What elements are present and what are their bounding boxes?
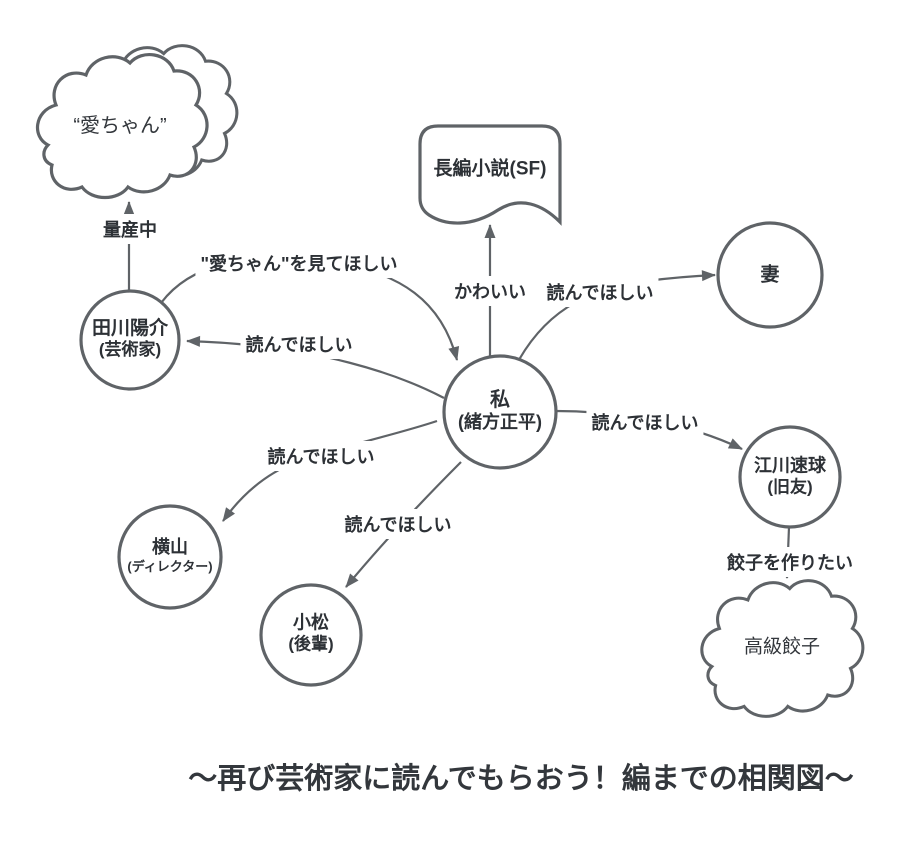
ai-chan-cloud-label: “愛ちゃん” [73,114,167,137]
tagawa-node-circle [79,289,181,391]
tagawa-role: (芸術家) [98,340,162,360]
tagawa-node-label: 田川陽介 (芸術家) [92,317,168,361]
edge-label-mass-production: 量産中 [98,214,162,244]
tagawa-name: 田川陽介 [91,318,169,340]
egawa-role: (旧友) [767,477,813,497]
me-node-circle [442,354,558,470]
egawa-node-circle [738,425,842,529]
edge-label-read-it-komatsu: 読んでほしい [339,509,457,539]
komatsu-name: 小松 [292,612,329,633]
yokoyama-name: 横山 [151,537,188,558]
me-node-label: 私 (緒方正平) [458,388,542,434]
edge-label-read-it-yokoyama: 読んでほしい [262,441,380,471]
novel-document-label: 長編小説(SF) [433,158,547,180]
yokoyama-role: (ディレクター) [127,559,213,575]
edge-label-look-at-ai-chan: "愛ちゃん"を見てほしい [195,248,403,278]
arrow-me-to-yokoyama [222,419,438,522]
arrow-me-to-tagawa [186,335,445,399]
wife-node-circle [716,221,824,329]
komatsu-node-label: 小松 (後輩) [288,613,333,656]
novel-document-shape [418,124,562,226]
yokoyama-node-label: 横山 (ディレクター) [127,537,212,575]
me-name: 私 [490,388,510,411]
wife-node-label: 妻 [760,264,780,286]
komatsu-node-circle [259,583,363,687]
diagram-title: 〜再び芸術家に読んでもらおう！編までの相関図〜 [188,763,854,795]
edge-label-read-it-egawa: 読んでほしい [586,407,704,437]
egawa-node-label: 江川速球 (旧友) [754,456,826,499]
edge-label-kawaii: かわいい [449,276,531,306]
edge-label-read-it-wife: 読んでほしい [541,277,659,307]
edge-label-make-gyoza: 餃子を作りたい [722,547,858,577]
komatsu-role: (後輩) [288,634,334,654]
edge-label-read-it-tagawa: 読んでほしい [240,329,358,359]
yokoyama-node-circle [117,504,223,610]
gyoza-cloud-label: 高級餃子 [743,636,821,658]
me-real-name: (緒方正平) [458,412,542,433]
egawa-name: 江川速球 [754,455,826,476]
